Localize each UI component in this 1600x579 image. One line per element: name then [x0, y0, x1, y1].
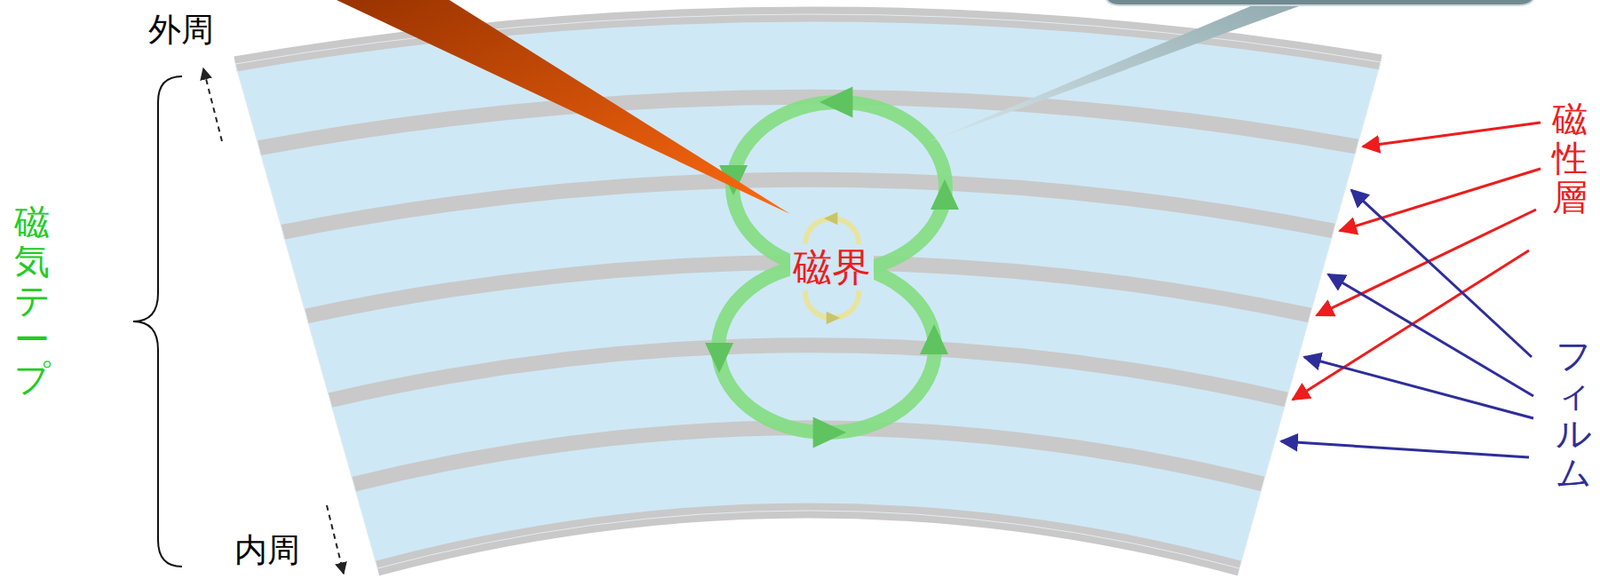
film-layer	[235, 14, 1381, 569]
field-loops	[704, 86, 959, 448]
callout-bubble	[1105, 0, 1535, 6]
tape-sector	[235, 14, 1381, 569]
leader-arrow	[1362, 122, 1541, 147]
callout-wedge	[336, 0, 791, 214]
magnetic-layer	[282, 179, 1334, 232]
field-arrowhead	[826, 311, 840, 325]
field-label: 磁界	[790, 244, 874, 292]
field-arrowhead	[823, 212, 838, 225]
leader-arrow	[1351, 190, 1532, 357]
layer-label: フィルム	[1555, 335, 1592, 492]
callout-wedge	[927, 0, 1316, 143]
leader-arrow	[1292, 250, 1529, 400]
leader-arrow	[1304, 356, 1534, 419]
field-arrowhead	[919, 324, 949, 355]
field-arrowhead	[930, 179, 959, 210]
layer-label: 磁性層	[1552, 99, 1588, 217]
field-arrowhead	[704, 342, 734, 373]
magnetic-layer	[330, 345, 1287, 401]
callout-wedges	[336, 0, 1535, 214]
field-arrowhead	[813, 416, 847, 448]
direction-arrow	[326, 505, 344, 574]
direction-arrow	[203, 68, 222, 142]
leader-arrow	[1316, 209, 1537, 316]
leader-arrows	[1281, 122, 1541, 458]
direction-label: 外周	[148, 10, 214, 50]
field-arrowhead	[819, 86, 853, 118]
sector-outline	[235, 14, 1381, 569]
tape-label: 磁気テープ	[14, 202, 50, 398]
brace	[133, 76, 183, 567]
direction-label: 内周	[234, 530, 301, 571]
leader-arrow	[1281, 441, 1529, 458]
leader-arrow	[1328, 274, 1534, 397]
magnetic-layer	[377, 510, 1240, 569]
